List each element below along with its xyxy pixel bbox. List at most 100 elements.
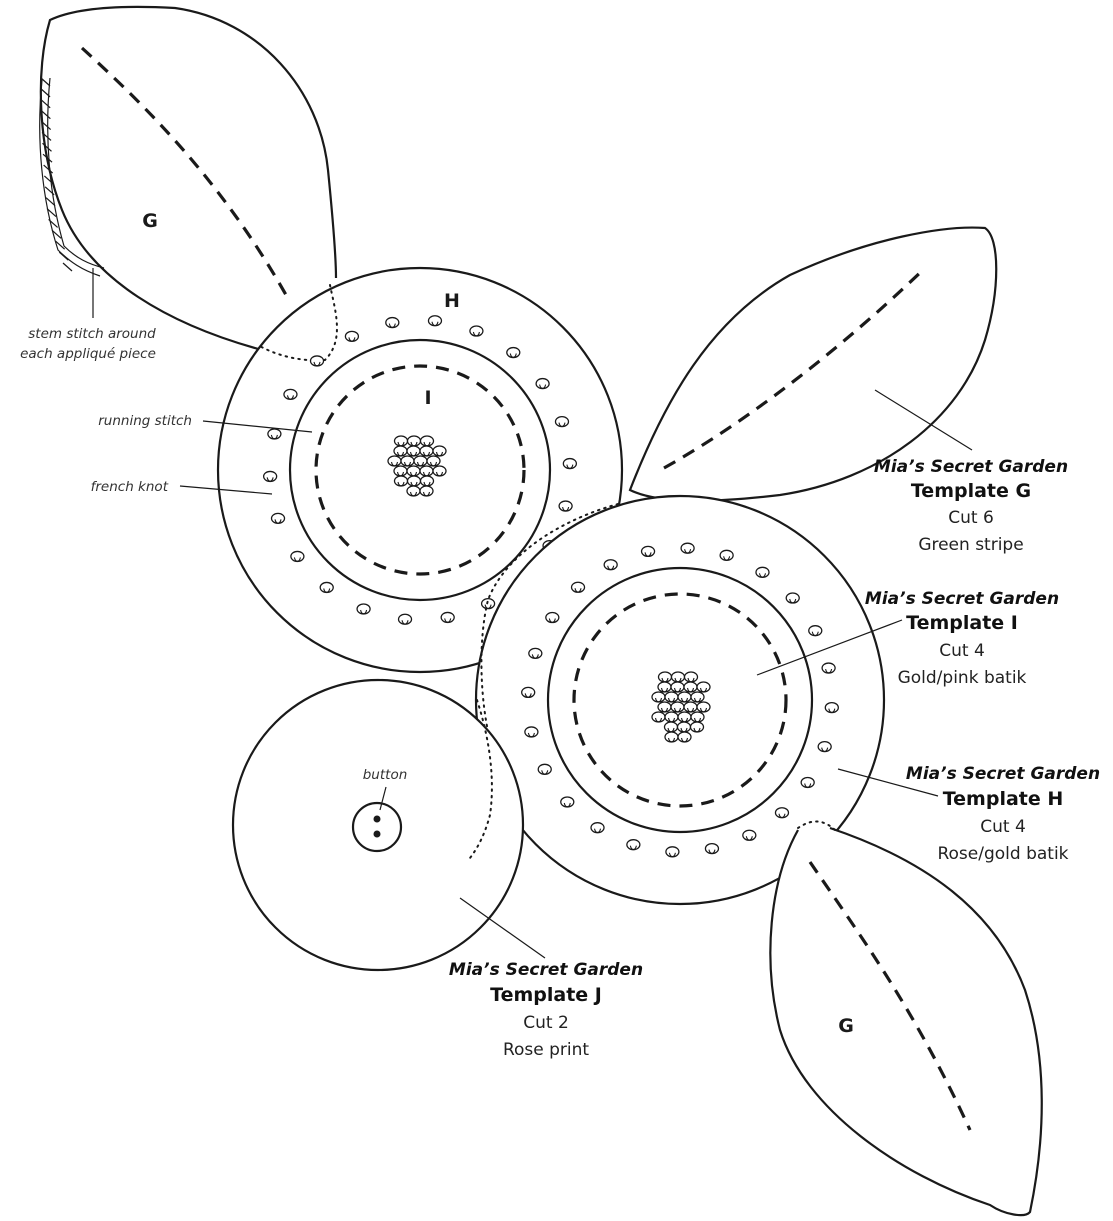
french-knot-icon (433, 466, 446, 476)
french-knot-icon (268, 429, 281, 439)
french-knot-icon (801, 777, 814, 787)
french-knot-icon (678, 732, 691, 742)
french-knot-icon (684, 682, 697, 692)
french-knot-icon (591, 823, 604, 833)
french-knot-icon (345, 331, 358, 341)
french-knot-icon (691, 722, 704, 732)
french-knot-icon (428, 316, 441, 326)
french-knot-icon (433, 446, 446, 456)
french-knot-icon (388, 456, 401, 466)
french-knot-icon (407, 446, 420, 456)
french-knot-icon (671, 682, 684, 692)
template-i-title: Mia’s Secret Garden (865, 589, 1059, 609)
french-knot-icon (691, 692, 704, 702)
french-knot-icon (665, 712, 678, 722)
french-knot-icon (743, 830, 756, 840)
french-knot-icon (408, 436, 421, 446)
french-knot-icon (395, 436, 408, 446)
leaf-g-top-outline (41, 7, 336, 350)
french-knot-icon (666, 847, 679, 857)
french-knot-icon (825, 703, 838, 713)
template-i-name: Template I (906, 612, 1018, 634)
french-knot-icon (536, 379, 549, 389)
french-knot-icon (507, 348, 520, 358)
template-h-label: Mia’s Secret Garden Template H Cut 4 Ros… (906, 764, 1100, 864)
french-knot-icon (665, 732, 678, 742)
french-knot-icon (420, 466, 433, 476)
template-h-cut: Cut 4 (980, 817, 1026, 837)
leaf-g-bottom-outline (770, 828, 1041, 1215)
french-knot-icon (272, 513, 285, 523)
french-knot-icon (642, 546, 655, 556)
french-knot-icon (659, 672, 672, 682)
french-knot-icon (775, 808, 788, 818)
french-knot-icon (427, 456, 440, 466)
template-g-fabric: Green stripe (918, 535, 1023, 555)
french-knot-icon (627, 840, 640, 850)
french-knot-icon (538, 764, 551, 774)
leaf-g-top (40, 7, 336, 350)
piece-letter-h: H (444, 290, 460, 312)
french-knot-icon (678, 722, 691, 732)
french-knot-icon (822, 663, 835, 673)
french-knot-icon (809, 626, 822, 636)
template-j-fabric: Rose print (503, 1040, 589, 1060)
french-knot-icon (671, 702, 684, 712)
french-knot-icon (818, 742, 831, 752)
french-knot-icon (264, 471, 277, 481)
french-knot-icon (320, 582, 333, 592)
french-knot-icon (563, 459, 576, 469)
french-knot-icon (561, 797, 574, 807)
french-knot-icon (555, 417, 568, 427)
template-h-fabric: Rose/gold batik (937, 844, 1068, 864)
template-g-title: Mia’s Secret Garden (874, 457, 1068, 477)
french-knot-icon (420, 446, 433, 456)
french-knot-icon (470, 326, 483, 336)
template-j-label: Mia’s Secret Garden Template J Cut 2 Ros… (449, 960, 643, 1060)
french-knot-icon (399, 614, 412, 624)
stem-stitch-label-line2: each appliqué piece (20, 346, 156, 362)
french-knot-icon (604, 560, 617, 570)
french-knot-icon (681, 543, 694, 553)
piece-letter-i: I (424, 387, 431, 409)
french-knot-icon (291, 551, 304, 561)
template-g-label: Mia’s Secret Garden Template G Cut 6 Gre… (874, 457, 1068, 555)
template-j-name: Template J (490, 984, 602, 1006)
french-knot-icon (684, 702, 697, 712)
leaf-g-bottom (770, 822, 1041, 1216)
running-stitch-label: running stitch (98, 413, 192, 429)
french-knot-icon (394, 466, 407, 476)
french-knot-icon (652, 712, 665, 722)
french-knot-icon (546, 613, 559, 623)
french-knot-icon (559, 501, 572, 511)
french-knot-icon (407, 486, 420, 496)
french-knot-icon (652, 692, 665, 702)
french-knot-icon (408, 476, 421, 486)
button-icon (353, 803, 401, 851)
template-i-cut: Cut 4 (939, 641, 985, 661)
french-knot-icon (401, 456, 414, 466)
piece-letter-g-bottom: G (838, 1015, 854, 1037)
stem-stitch-label-line1: stem stitch around (28, 326, 156, 342)
template-h-name: Template H (943, 788, 1064, 810)
french-knot-icon (672, 672, 685, 682)
french-knot-icon (720, 550, 733, 560)
piece-letter-g-top: G (142, 210, 158, 232)
template-h-title: Mia’s Secret Garden (906, 764, 1100, 784)
french-knot-icon (284, 389, 297, 399)
template-g-cut: Cut 6 (948, 508, 994, 528)
french-knot-label: french knot (91, 479, 169, 495)
french-knot-icon (529, 648, 542, 658)
template-i-label: Mia’s Secret Garden Template I Cut 4 Gol… (865, 589, 1059, 688)
french-knot-icon (357, 604, 370, 614)
template-i-fabric: Gold/pink batik (898, 668, 1027, 688)
french-knot-icon (697, 702, 710, 712)
french-knot-icon (756, 567, 769, 577)
button-label: button (363, 767, 408, 783)
french-knot-icon (441, 612, 454, 622)
french-knot-icon (395, 476, 408, 486)
french-knot-icon (572, 582, 585, 592)
template-j-title: Mia’s Secret Garden (449, 960, 643, 980)
